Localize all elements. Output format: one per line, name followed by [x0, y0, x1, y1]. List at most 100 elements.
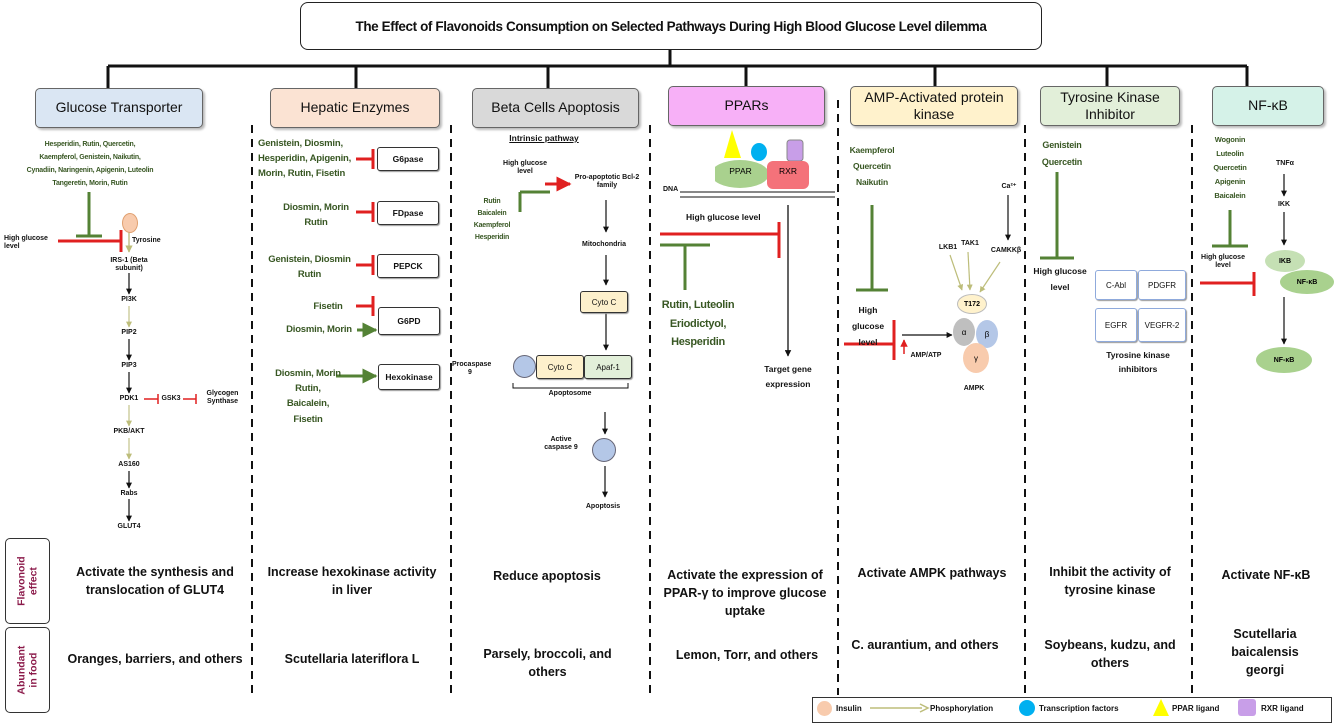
- flavonoid-line: Apigenin: [1214, 176, 1246, 186]
- ampk-high-glucose-label: High glucose level: [851, 305, 885, 348]
- food-hepatic: Scutellaria lateriflora L: [284, 652, 420, 666]
- glut4-label: GLUT4: [117, 523, 141, 530]
- pkb-akt-label: PKB/AKT: [113, 428, 145, 435]
- flavonoid-line: Cynadiin, Naringenin, Apigenin, Luteolin: [26, 166, 154, 174]
- g6pase-box: G6pase: [377, 147, 439, 171]
- flavonoid-line: Wogonin: [1214, 135, 1246, 144]
- ikk-label: IKK: [1277, 201, 1291, 208]
- high-glucose-label: High glucose level: [4, 235, 48, 251]
- rabs-label: Rabs: [120, 490, 138, 497]
- insulin-icon: [122, 213, 138, 233]
- tyrosine-kinase-inhibitors-caption: Tyrosine kinase inhibitors: [1106, 350, 1170, 375]
- hepatic-flavonoids-hexokinase: Diosmin, Morin Rutin, Baicalein, Fisetin: [275, 368, 341, 425]
- tak1-label: TAK1: [961, 240, 979, 247]
- flavonoid-line: Eriodictyol,: [669, 317, 727, 330]
- procaspase-circle: [513, 355, 536, 378]
- pdk1-label: PDK1: [119, 395, 139, 402]
- ppar-rxr-complex: [715, 130, 809, 189]
- legend-phosphorylation: Phosphorylation: [930, 704, 994, 713]
- effect-beta: Reduce apoptosis: [493, 569, 601, 583]
- ppar-flavonoids: Rutin, Luteolin Eriodictyol, Hesperidin: [650, 296, 746, 352]
- fdpase-box: FDpase: [377, 201, 439, 225]
- header-ampk: AMP-Activated protein kinase: [850, 86, 1018, 126]
- flavonoid-line: Rutin, Luteolin: [661, 299, 735, 311]
- beta-high-glucose-label: High glucose level: [503, 160, 547, 176]
- cyto-c-box: Cyto C: [580, 291, 628, 313]
- rxr-ligand-icon: [786, 139, 804, 162]
- ampk-beta-subunit: β: [976, 320, 998, 348]
- g6pd-box: G6PD: [378, 307, 440, 335]
- effect-tyrosine: Inhibit the activity of tyrosine kinase: [1049, 565, 1171, 598]
- calcium-label: Ca²⁺: [1001, 183, 1017, 190]
- ppar-ligand-legend-icon: [1153, 699, 1169, 716]
- flavonoid-line: Kaempferol: [849, 145, 895, 155]
- legend-insulin: Insulin: [836, 704, 862, 713]
- tyrosine-label: Tyrosine: [132, 237, 161, 244]
- vegfr-2-box: VEGFR-2: [1138, 308, 1186, 342]
- rxr-label: RXR: [779, 166, 797, 176]
- irs1-label: IRS-1 (Beta subunit): [110, 257, 148, 273]
- insulin-legend-icon: [817, 701, 832, 716]
- flavonoid-line: Kaempferol, Genistein, Naikutin,: [39, 153, 141, 161]
- flavonoid-line: Tangeretin, Morin, Rutin: [52, 179, 128, 187]
- apoptosome-label: Apoptosome: [548, 390, 592, 397]
- food-glucose: Oranges, barriers, and others: [67, 652, 243, 666]
- t172-site: T172: [957, 294, 987, 314]
- legend-transcription-factors: Transcription factors: [1039, 704, 1119, 713]
- hepatic-flavonoids-g6pase: Genistein, Diosmin, Hesperidin, Apigenin…: [258, 138, 352, 180]
- gsk3-label: GSK3: [161, 395, 181, 402]
- food-nfkb: Scutellaria baicalensis georgi: [1231, 627, 1299, 678]
- ppar-ellipse: [715, 160, 769, 188]
- flavonoid-line: Genistein: [1042, 140, 1082, 150]
- glycogen-synthase-label: Glycogen Synthase: [206, 390, 239, 406]
- c-abl-box: C-Abl: [1095, 270, 1137, 300]
- row-label-effect-text: Flavonoid effect: [15, 556, 40, 606]
- header-nfkb: NF-κB: [1212, 86, 1324, 126]
- food-ampk: C. aurantium, and others: [851, 638, 999, 652]
- egfr-box: EGFR: [1095, 308, 1137, 342]
- legend-rxr-ligand: RXR ligand: [1261, 704, 1304, 713]
- as160-label: AS160: [118, 461, 140, 468]
- rxr-ligand-legend-icon: [1238, 699, 1256, 716]
- pip2-label: PIP2: [121, 329, 137, 336]
- legend: [812, 697, 1332, 723]
- header-ppars: PPARs: [668, 86, 825, 126]
- apoptosis-label: Apoptosis: [585, 503, 621, 510]
- target-gene-label: Target gene expression: [764, 364, 812, 390]
- flavonoid-line: Hesperidin, Rutin, Quercetin,: [44, 141, 136, 148]
- hepatic-flavonoids-pepck: Genistein, Diosmin Rutin: [268, 254, 351, 281]
- ppar-ligand-icon: [724, 130, 741, 158]
- flavonoid-line: Naikutin: [856, 177, 888, 188]
- phosphorylation-legend-icon: [870, 703, 930, 713]
- amp-atp-label: AMP/ATP: [910, 352, 942, 359]
- apaf-1-box: Apaf-1: [584, 355, 632, 379]
- row-label-effect: Flavonoid effect: [5, 538, 50, 624]
- effect-ampk: Activate AMPK pathways: [857, 566, 1007, 580]
- mitochondria-label: Mitochondria: [582, 241, 626, 248]
- pdgfr-box: PDGFR: [1138, 270, 1186, 300]
- ampk-label: AMPK: [963, 385, 985, 392]
- pro-apoptotic-label: Pro-apoptotic Bcl-2 family: [574, 174, 640, 190]
- header-beta-cells: Beta Cells Apoptosis: [472, 88, 639, 128]
- lkb1-label: LKB1: [938, 244, 958, 251]
- row-label-food-text: Abundant in food: [15, 645, 40, 695]
- intrinsic-pathway-label: Intrinsic pathway: [509, 133, 579, 143]
- flavonoid-line: Baicalein: [1214, 190, 1246, 200]
- pip3-label: PIP3: [121, 362, 137, 369]
- tyrosine-flavonoids: Genistein Quercetin: [1035, 137, 1089, 170]
- glucose-flavonoids: Hesperidin, Rutin, Quercetin, Kaempferol…: [5, 139, 175, 191]
- ampk-gamma-subunit: γ: [963, 343, 989, 373]
- active-caspase-label: Active caspase 9: [544, 436, 578, 452]
- food-tyrosine: Soybeans, kudzu, and others: [1044, 638, 1176, 671]
- food-ppar: Lemon, Torr, and others: [675, 648, 819, 662]
- ppar-label: PPAR: [729, 166, 752, 176]
- flavonoid-line: Hesperidin: [671, 336, 725, 349]
- transcription-factor-legend-icon: [1019, 700, 1035, 716]
- hepatic-flavonoids-fdpase: Diosmin, Morin Rutin: [283, 202, 349, 229]
- procaspase-label: Procaspase 9: [452, 361, 492, 377]
- camkk-label: CAMKKβ: [990, 247, 1022, 254]
- flavonoid-line: Rutin: [483, 198, 501, 205]
- pi3k-label: PI3K: [121, 296, 137, 303]
